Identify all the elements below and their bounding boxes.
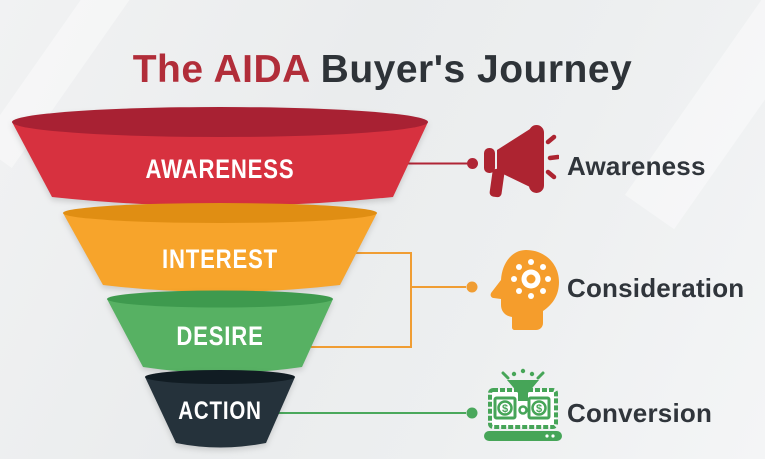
legend-label-conversion: Conversion [567,398,713,428]
sales-funnel-laptop-icon: $ $ [481,367,565,447]
connector-consideration-bracket [311,252,466,348]
funnel-stage-label-action: ACTION [178,397,262,425]
connector-awareness-dot [467,158,478,169]
funnel-stage-desire-shape [107,290,333,373]
title-highlight: The AIDA [132,48,310,92]
dollar-glyph: $ [502,403,508,415]
funnel-stage-label-interest: INTEREST [161,244,279,274]
funnel-stage-interest-shape [63,203,377,292]
connector-conversion-dot [466,407,478,419]
idea-rays [511,259,551,299]
megaphone-icon [483,121,561,199]
page-title: The AIDA Buyer's Journey [0,48,765,92]
dollar-glyph: $ [536,403,542,415]
legend-label-consideration: Consideration [567,273,745,303]
funnel-stage-label-awareness: AWARENESS [145,154,295,184]
connector-consideration-dot [466,281,478,293]
title-rest: Buyer's Journey [309,48,633,92]
funnel-stage-action-shape [145,370,295,448]
funnel-stage-awareness-shape [12,107,428,206]
funnel-stage-label-desire: DESIRE [176,321,264,351]
head-idea-icon [489,249,561,331]
legend-label-awareness: Awareness [567,151,706,181]
